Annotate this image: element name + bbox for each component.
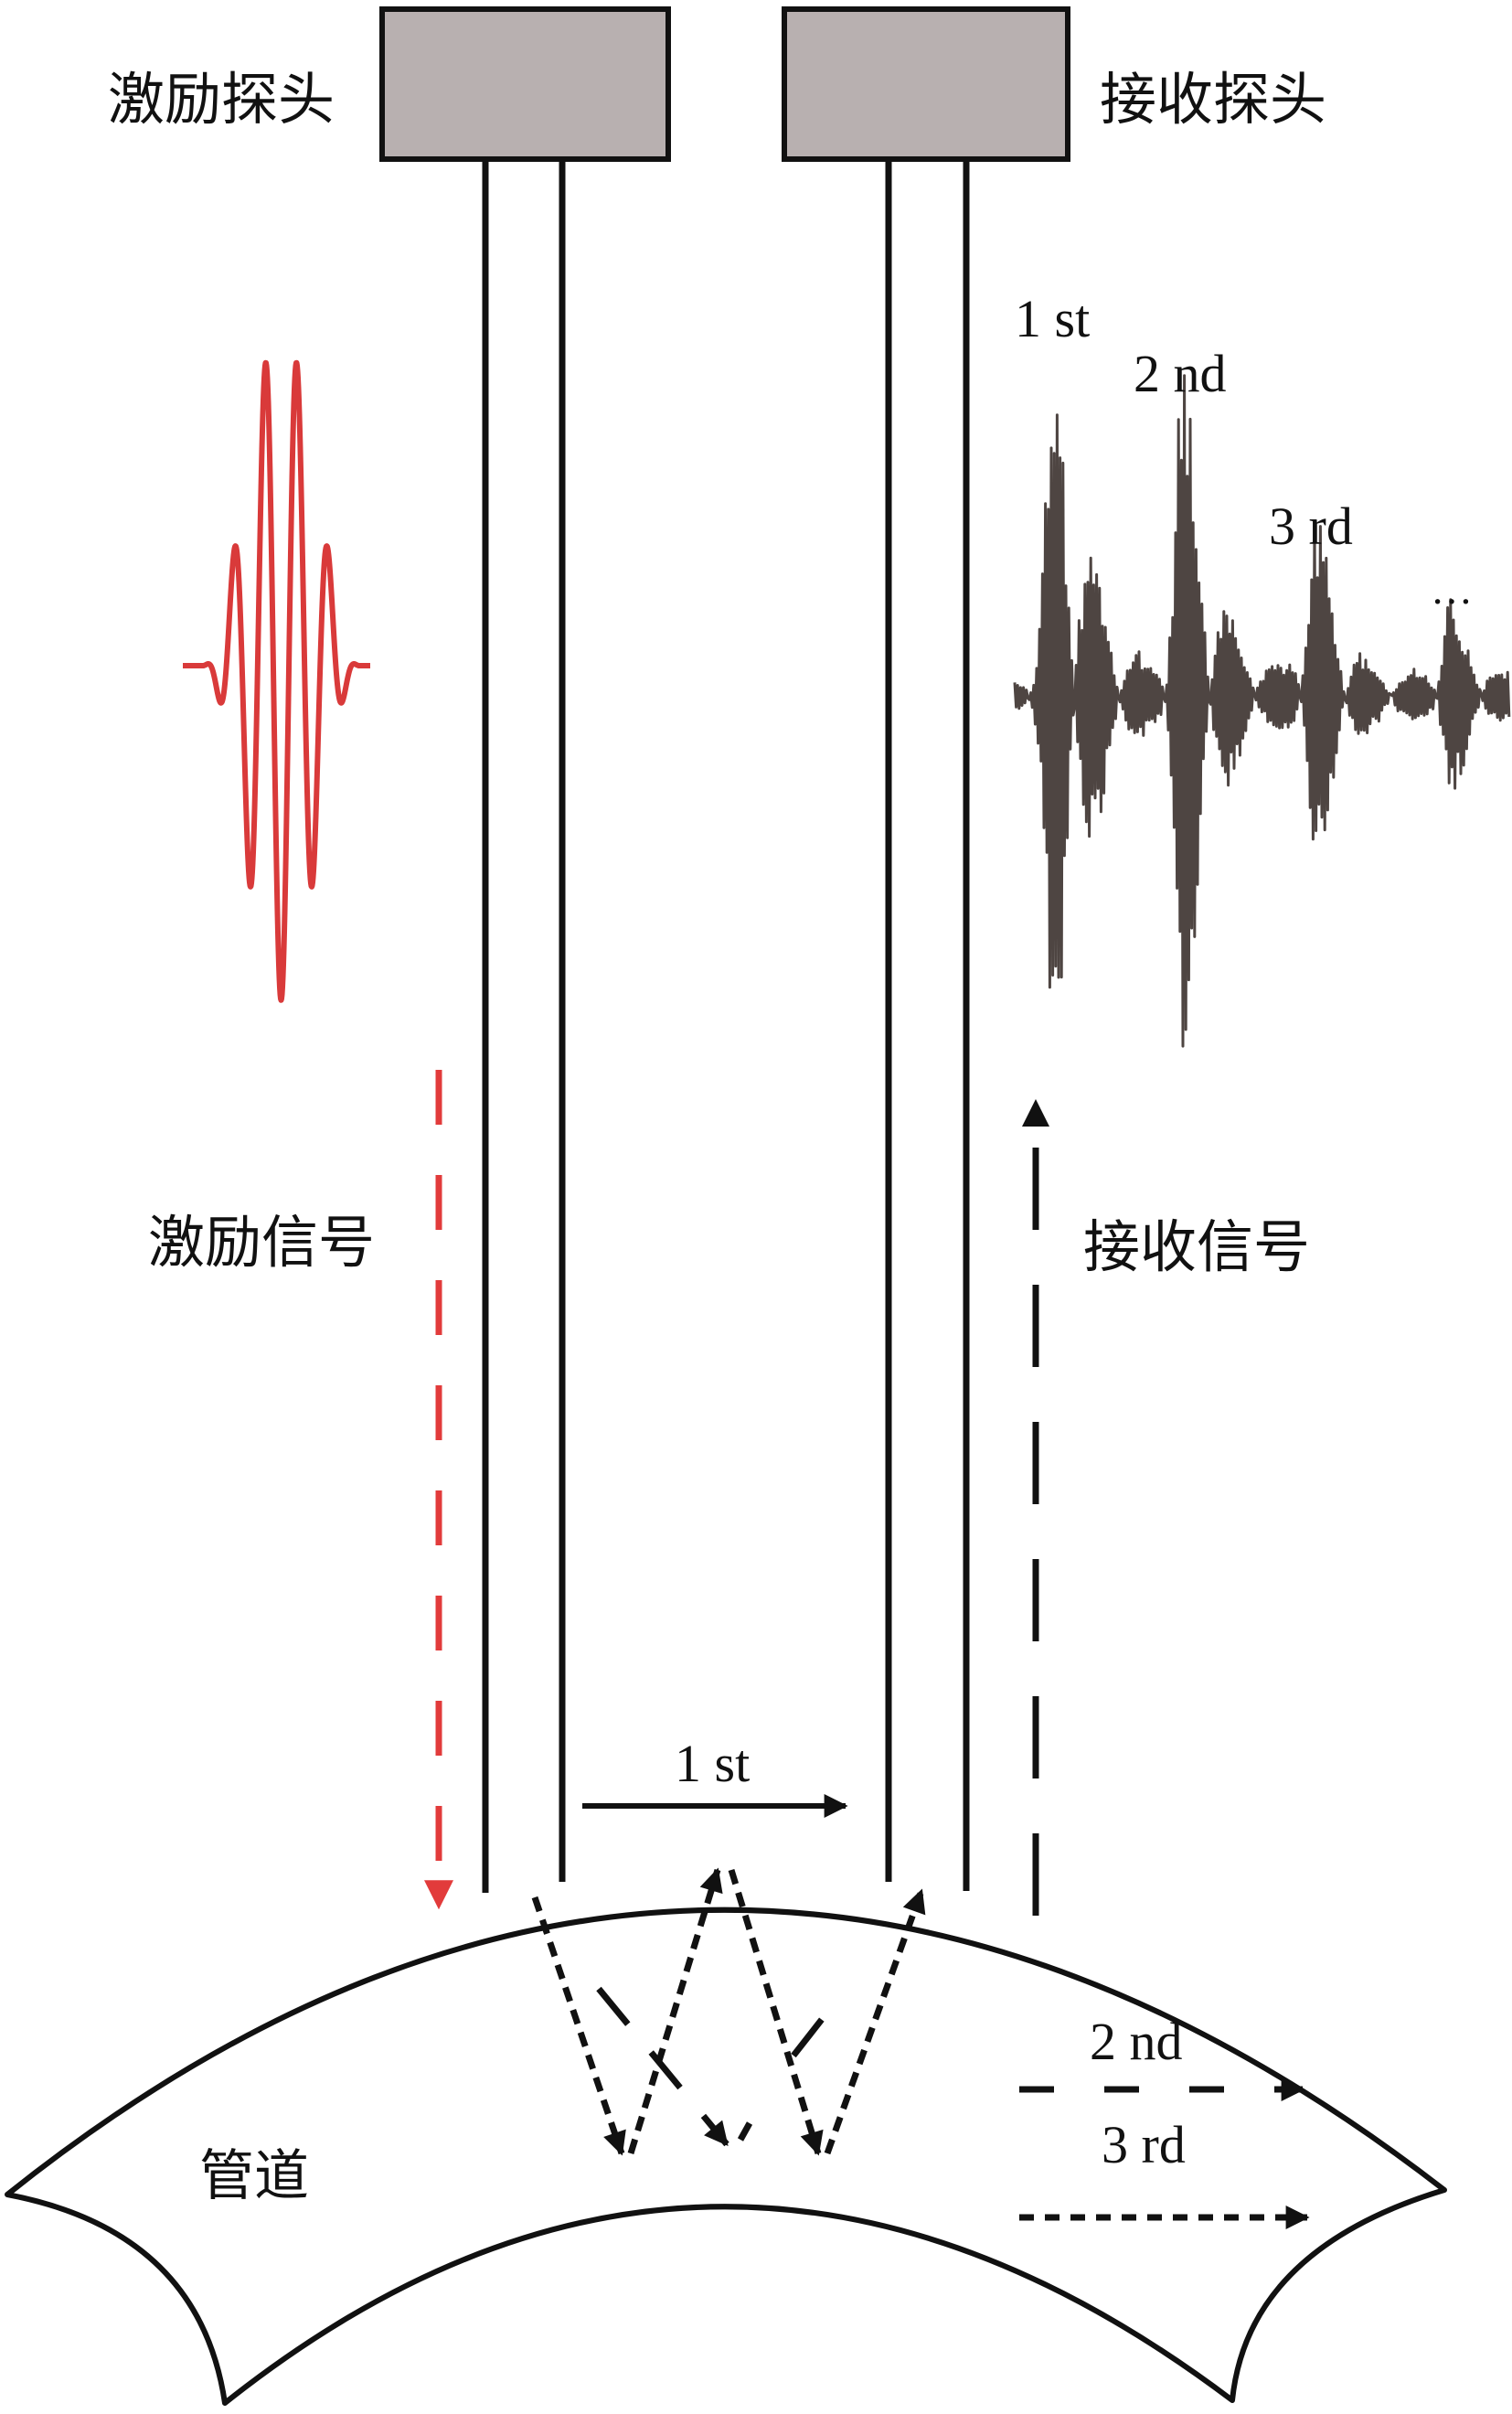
receive-probe-block [782, 6, 1070, 162]
receive-signal-label: 接收信号 [1083, 1213, 1310, 1280]
excite-probe-label: 激励探头 [108, 66, 335, 133]
excite-probe-block [379, 6, 671, 162]
zigzag-reflection-path [531, 1867, 926, 2156]
pipe-section [5, 1907, 1447, 2406]
zigzag-dashed-path [596, 1986, 839, 2147]
mode-3rd-label: 3 rd [1102, 2115, 1186, 2174]
mode-2nd-label: 2 nd [1090, 2012, 1183, 2071]
echo-3rd-label: 3 rd [1269, 497, 1353, 556]
mode-1st-label: 1 st [675, 1734, 750, 1793]
receive-probe-label: 接收探头 [1100, 66, 1326, 133]
echo-1st-label: 1 st [1015, 289, 1090, 348]
excite-signal-label: 激励信号 [148, 1209, 375, 1276]
echo-more-label: … [1431, 566, 1473, 613]
pipe-label: 管道 [199, 2144, 309, 2208]
excitation-waveform [180, 359, 373, 1003]
received-waveform [1013, 374, 1511, 1048]
echo-2nd-label: 2 nd [1134, 344, 1227, 403]
